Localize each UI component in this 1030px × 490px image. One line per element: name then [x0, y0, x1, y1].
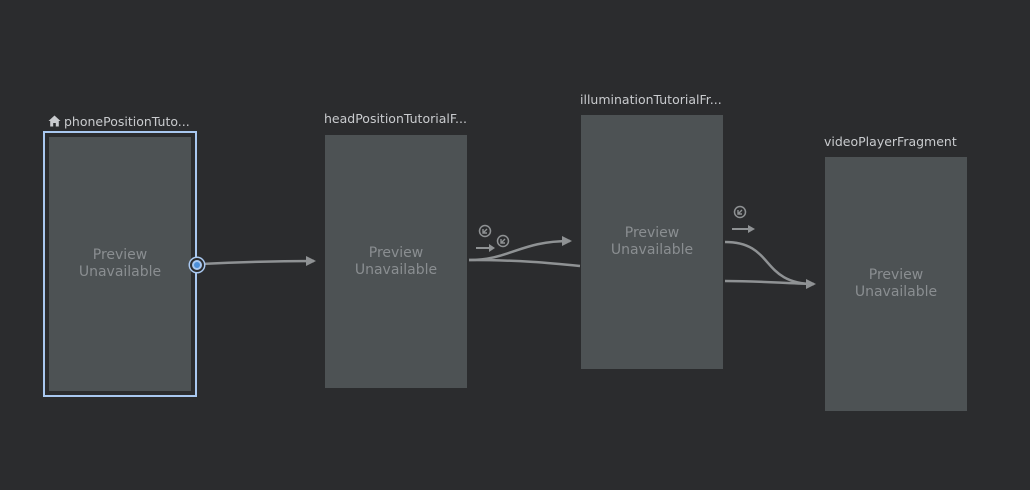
destination-title[interactable]: headPositionTutorialF...	[324, 111, 474, 126]
arrow-right-icon	[732, 219, 756, 238]
action-edge-illumination-to-video-2	[724, 279, 813, 286]
destination-frame-phone-position[interactable]: Preview Unavailable	[43, 131, 197, 397]
pop-to-icon[interactable]	[496, 234, 512, 254]
destination-frame-video-player[interactable]: Preview Unavailable	[825, 157, 967, 411]
home-icon	[48, 115, 61, 130]
destination-frame-illumination[interactable]: Preview Unavailable	[581, 115, 723, 369]
preview-unavailable-text: Preview Unavailable	[78, 247, 162, 280]
action-edge-illumination-to-video-1	[724, 240, 816, 289]
destination-title-label: illuminationTutorialFr...	[580, 92, 722, 107]
action-edge-phone-to-head	[200, 256, 316, 267]
preview-unavailable-text: Preview Unavailable	[354, 244, 438, 278]
destination-title-label: phonePositionTuto...	[64, 114, 190, 129]
pop-to-icon[interactable]	[478, 224, 494, 244]
preview-unavailable-text: Preview Unavailable	[610, 225, 694, 258]
pop-to-icon[interactable]	[733, 205, 749, 225]
destination-title[interactable]: illuminationTutorialFr...	[580, 92, 730, 107]
action-handle-icon[interactable]	[190, 258, 204, 272]
action-edge-head-to-video	[468, 258, 581, 268]
preview-unavailable-text: Preview Unavailable	[854, 267, 938, 300]
destination-title-label: headPositionTutorialF...	[324, 111, 467, 126]
destination-title-label: videoPlayerFragment	[824, 134, 957, 149]
arrow-right-icon	[476, 238, 496, 257]
destination-title[interactable]: phonePositionTuto...	[48, 114, 193, 130]
destination-frame-head-position[interactable]: Preview Unavailable	[325, 135, 467, 388]
destination-title[interactable]: videoPlayerFragment	[824, 134, 984, 149]
